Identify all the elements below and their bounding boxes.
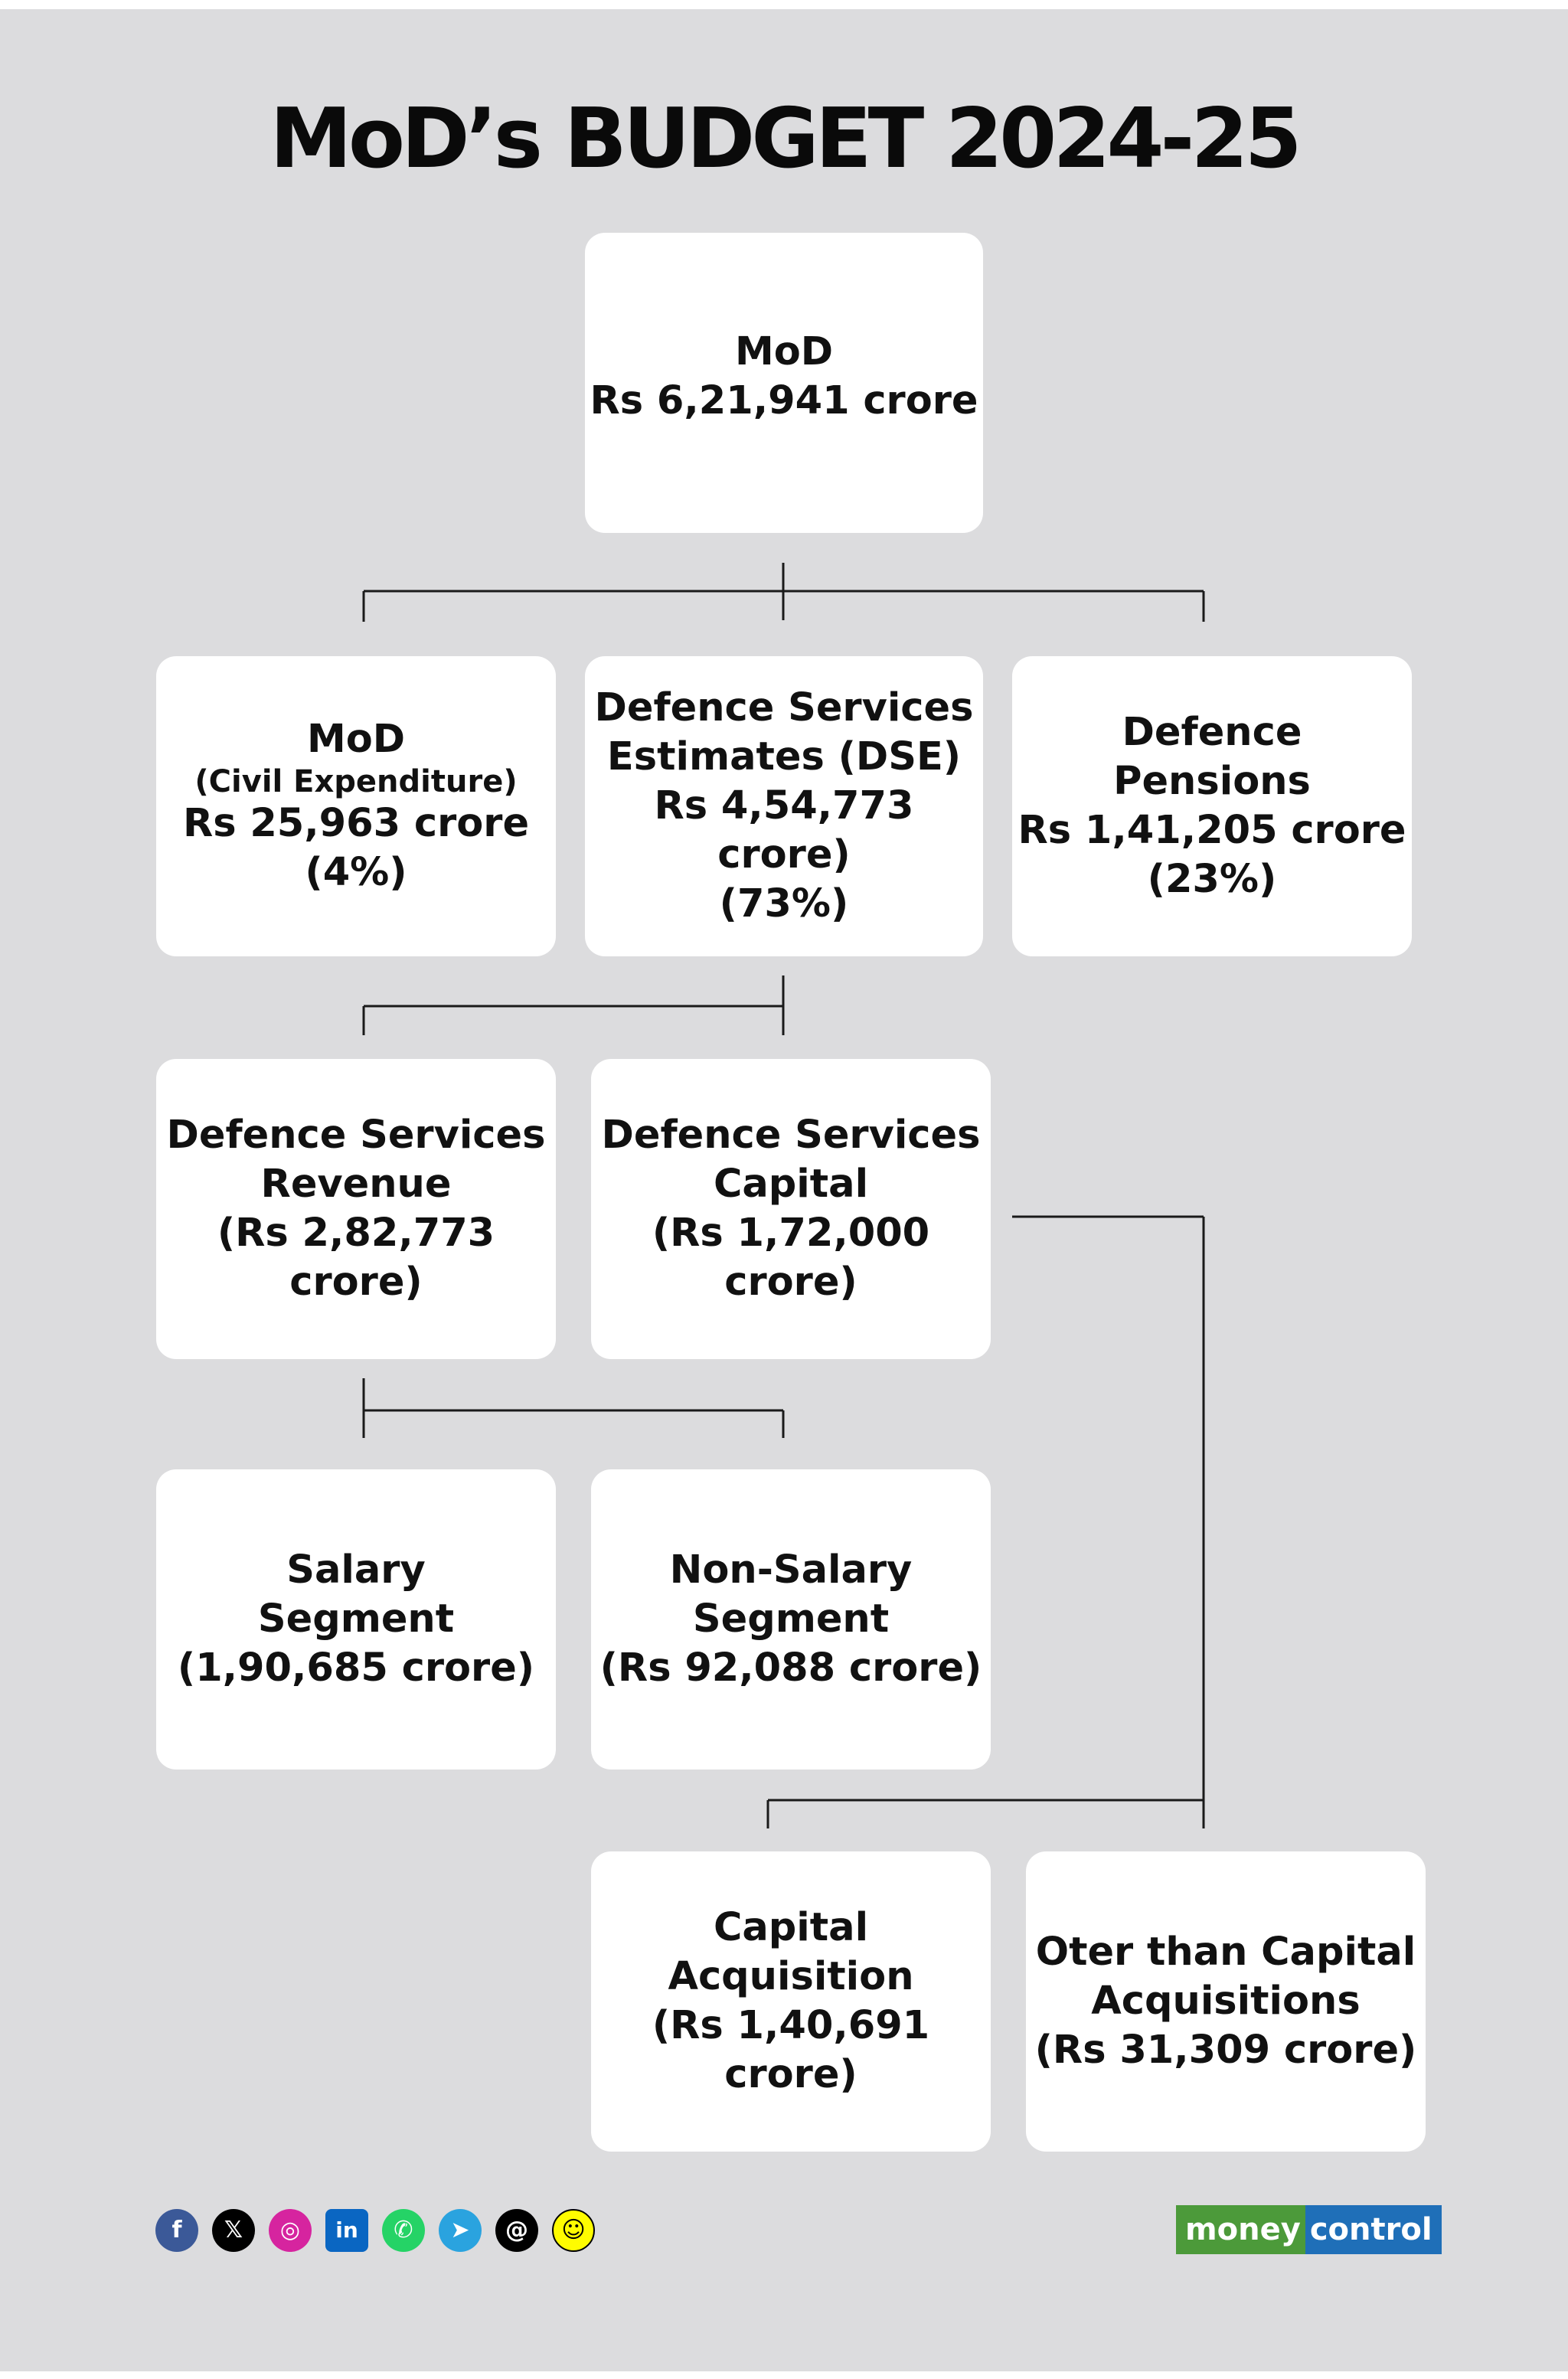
node-label: Defence Services xyxy=(601,1113,981,1158)
node-salary-segment: Salary Segment (1,90,685 crore) xyxy=(156,1469,556,1770)
node-sublabel: (Civil Expenditure) xyxy=(194,764,518,799)
node-mod-total: MoD Rs 6,21,941 crore xyxy=(585,233,983,533)
node-label: Oter than Capital xyxy=(1035,1930,1416,1975)
node-defence-services-revenue: Defence Services Revenue (Rs 2,82,773 cr… xyxy=(156,1059,556,1359)
node-label: MoD xyxy=(734,329,834,374)
node-label: Defence Services xyxy=(166,1113,546,1158)
node-label: Pensions xyxy=(1113,759,1311,804)
instagram-icon[interactable]: ◎ xyxy=(269,2209,312,2252)
node-label: Segment xyxy=(692,1596,890,1642)
node-label: Non-Salary xyxy=(669,1547,913,1593)
node-value: (Rs 1,40,691 crore) xyxy=(652,2003,930,2097)
telegram-icon[interactable]: ➤ xyxy=(439,2209,482,2252)
linkedin-icon[interactable]: in xyxy=(325,2209,368,2252)
node-share: (73%) xyxy=(719,881,849,926)
node-defence-pensions: Defence Pensions Rs 1,41,205 crore (23%) xyxy=(1012,656,1412,956)
node-label: Salary xyxy=(286,1547,426,1593)
node-value: (Rs 2,82,773 xyxy=(217,1211,495,1256)
node-share: (23%) xyxy=(1147,857,1277,902)
moneycontrol-logo: money control xyxy=(1176,2205,1442,2254)
node-label: Acquisitions xyxy=(1091,1979,1361,2024)
node-defence-services-estimates: Defence Services Estimates (DSE) Rs 4,54… xyxy=(585,656,983,956)
x-icon[interactable]: 𝕏 xyxy=(212,2209,255,2252)
node-non-salary-segment: Non-Salary Segment (Rs 92,088 crore) xyxy=(591,1469,991,1770)
node-label: MoD xyxy=(306,717,406,762)
node-mod-civil-expenditure: MoD (Civil Expenditure) Rs 25,963 crore … xyxy=(156,656,556,956)
node-value: Rs 4,54,773 crore) xyxy=(654,783,914,877)
page-title: MoD’s BUDGET 2024-25 xyxy=(270,91,1302,187)
node-value: crore) xyxy=(289,1260,423,1305)
threads-icon[interactable]: @ xyxy=(495,2209,538,2252)
node-value: Rs 6,21,941 crore xyxy=(590,378,978,423)
node-label: Acquisition xyxy=(668,1954,914,1999)
snapchat-icon[interactable]: ☺ xyxy=(552,2209,595,2252)
node-label: Capital xyxy=(713,1162,869,1207)
node-value: (Rs 1,72,000 xyxy=(652,1211,930,1256)
node-label: Defence Services xyxy=(594,685,974,730)
node-value: Rs 1,41,205 crore xyxy=(1018,808,1406,853)
logo-money-text: money xyxy=(1176,2205,1305,2254)
node-label: Capital xyxy=(713,1905,869,1950)
node-value: (Rs 92,088 crore) xyxy=(599,1645,982,1691)
node-value: (Rs 31,309 crore) xyxy=(1034,2028,1417,2073)
logo-control-text: control xyxy=(1305,2205,1442,2254)
node-other-than-capital-acquisitions: Oter than Capital Acquisitions (Rs 31,30… xyxy=(1026,1851,1426,2152)
whatsapp-icon[interactable]: ✆ xyxy=(382,2209,425,2252)
node-value: Rs 25,963 crore xyxy=(182,801,530,846)
facebook-icon[interactable]: f xyxy=(155,2209,198,2252)
node-defence-services-capital: Defence Services Capital (Rs 1,72,000 cr… xyxy=(591,1059,991,1359)
node-capital-acquisition: Capital Acquisition (Rs 1,40,691 crore) xyxy=(591,1851,991,2152)
node-share: (4%) xyxy=(305,850,407,895)
node-label: Defence xyxy=(1122,710,1302,755)
node-label: Segment xyxy=(257,1596,455,1642)
node-value: crore) xyxy=(724,1260,858,1305)
node-label: Estimates (DSE) xyxy=(606,734,962,779)
node-value: (1,90,685 crore) xyxy=(177,1645,535,1691)
node-label: Revenue xyxy=(260,1162,452,1207)
